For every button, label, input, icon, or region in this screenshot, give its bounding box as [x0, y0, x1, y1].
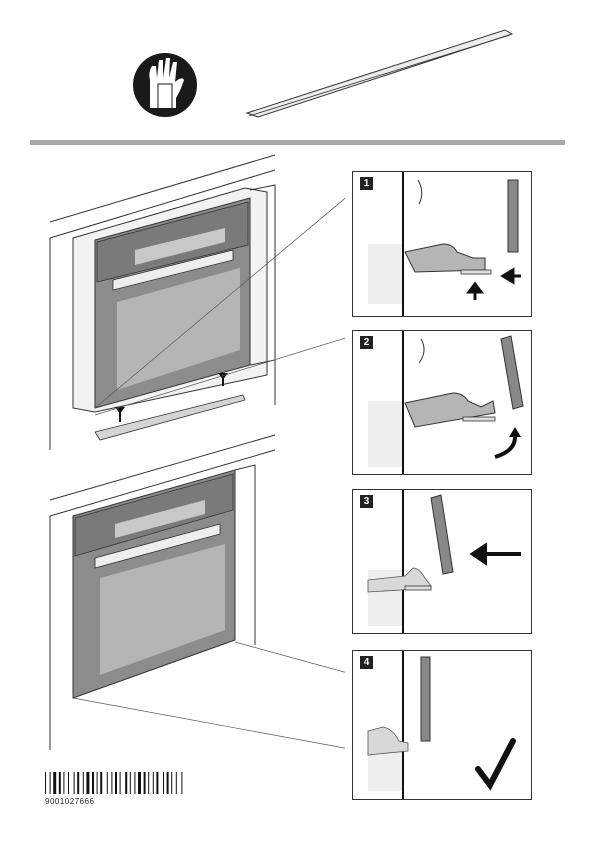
barcode-bar — [156, 772, 159, 794]
barcode-bar — [175, 772, 177, 794]
trim-strip — [245, 29, 514, 118]
barcode-bar — [163, 772, 164, 794]
arrow-left-icon — [500, 267, 521, 285]
barcode-bar — [100, 772, 103, 794]
oven-illustration-before — [49, 154, 345, 450]
step-panel-4: 4 — [352, 650, 532, 800]
barcode-bar — [166, 772, 169, 794]
barcode-bar — [134, 772, 136, 794]
barcode-bar — [96, 772, 98, 794]
step-badge-2: 2 — [360, 336, 373, 349]
step-2-detail — [368, 331, 524, 474]
barcode-bar — [115, 772, 117, 794]
barcode-bar — [68, 772, 69, 794]
barcode-bar — [49, 772, 51, 794]
step-panel-3: 3 — [352, 489, 532, 634]
step-panel-2: 2 — [352, 330, 532, 475]
barcode-bar — [45, 772, 46, 794]
barcode-bar — [138, 772, 141, 794]
barcode-bar — [148, 772, 150, 794]
barcode — [45, 772, 183, 794]
arrow-up-icon — [466, 281, 484, 300]
barcode-bar — [63, 772, 65, 794]
barcode-bar — [129, 772, 131, 794]
step-badge-1: 1 — [360, 177, 373, 190]
barcode-bar — [53, 772, 57, 794]
barcode-bar — [106, 772, 108, 794]
step-1-detail — [368, 172, 521, 316]
top-illustration — [133, 29, 514, 118]
barcode-bar — [171, 772, 173, 794]
barcode-bar — [92, 772, 94, 794]
barcode-bar — [86, 772, 90, 794]
barcode-bar — [77, 772, 80, 794]
gloves-icon — [133, 53, 197, 117]
barcode-bar — [73, 772, 75, 794]
arrow-curved-icon — [494, 436, 517, 459]
checkmark-icon — [475, 738, 516, 791]
step-4-detail — [367, 651, 516, 799]
barcode-bar — [181, 772, 183, 794]
barcode-bar — [125, 772, 128, 794]
oven-illustration-after — [49, 434, 345, 750]
section-divider — [30, 140, 565, 145]
step-3-detail — [367, 490, 521, 633]
barcode-bar — [82, 772, 84, 794]
step-panel-1: 1 — [352, 171, 532, 317]
barcode-bar — [119, 772, 121, 794]
barcode-bar — [111, 772, 113, 794]
arrow-left-icon — [469, 542, 521, 566]
step-badge-4: 4 — [360, 656, 373, 669]
barcode-bar — [152, 772, 154, 794]
barcode-bar — [58, 772, 61, 794]
barcode-bar — [143, 772, 146, 794]
step-badge-3: 3 — [360, 495, 373, 508]
barcode-number: 9001027666 — [45, 797, 95, 806]
